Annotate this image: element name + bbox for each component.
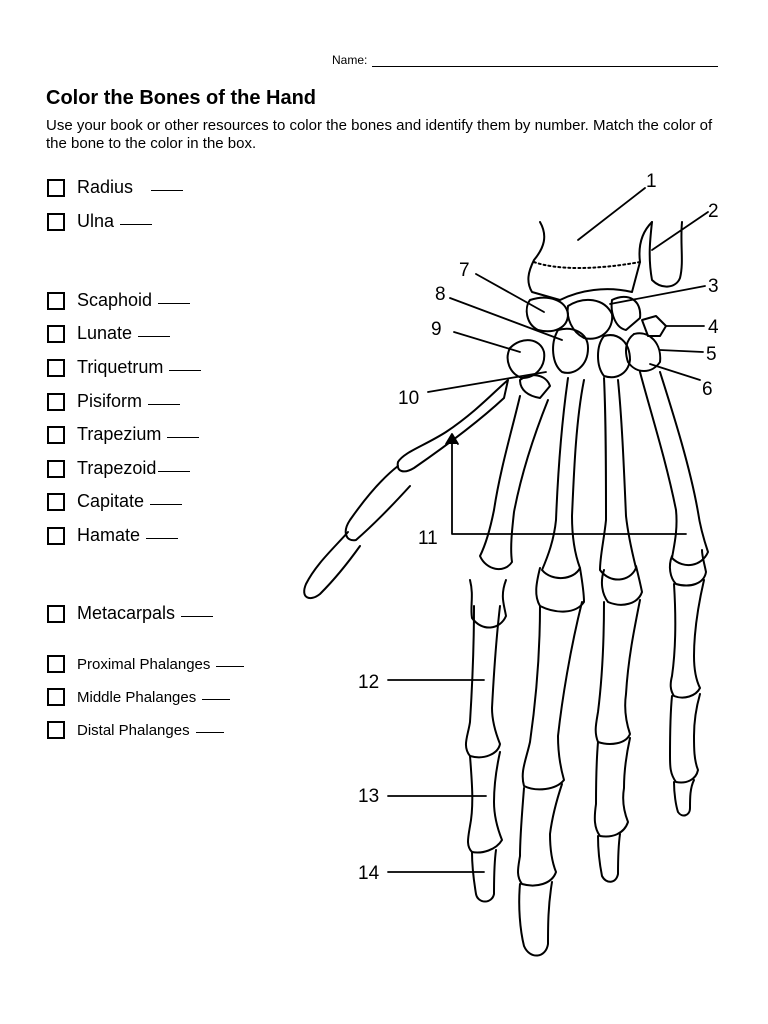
checklist-item-trapezoid: Trapezoid	[47, 458, 191, 479]
callout-13: 13	[358, 786, 379, 807]
checklist-item-ulna: Ulna	[47, 211, 153, 232]
callout-3: 3	[708, 276, 719, 297]
answer-blank[interactable]	[150, 503, 183, 505]
worksheet-title: Color the Bones of the Hand	[46, 87, 316, 109]
color-checkbox[interactable]	[47, 526, 65, 545]
answer-blank[interactable]	[216, 665, 245, 667]
ring-finger-phalanges	[593, 565, 643, 883]
color-checkbox[interactable]	[47, 604, 65, 623]
checklist-item-scaphoid: Scaphoid	[47, 290, 191, 311]
bone-label: Trapezium	[77, 424, 162, 444]
bone-label: Hamate	[77, 525, 141, 545]
callout-10: 10	[398, 388, 419, 409]
color-checkbox[interactable]	[47, 358, 65, 377]
callout-1: 1	[646, 171, 657, 192]
callout-8: 8	[435, 284, 446, 305]
callout-numbers: 1 2 3 4 5 6 7 8 9 10 11 12 13 14	[358, 171, 719, 884]
callout-6: 6	[702, 379, 713, 400]
checklist-item-proximal-phalanges: Proximal Phalanges	[47, 655, 245, 673]
bone-label: Radius	[77, 177, 134, 197]
checklist-item-pisiform: Pisiform	[47, 391, 181, 412]
instructions-text: Use your book or other resources to colo…	[46, 117, 713, 152]
color-checkbox[interactable]	[47, 459, 65, 478]
checklist-item-capitate: Capitate	[47, 491, 183, 512]
checklist-item-metacarpals: Metacarpals	[47, 603, 214, 624]
answer-blank[interactable]	[151, 189, 184, 191]
bone-label: Metacarpals	[77, 603, 176, 623]
middle-finger-phalanges	[517, 567, 585, 957]
color-checkbox[interactable]	[47, 425, 65, 444]
callout-11: 11	[418, 528, 438, 549]
answer-blank[interactable]	[195, 731, 224, 733]
color-checkbox[interactable]	[47, 212, 65, 231]
callout-12: 12	[358, 672, 379, 693]
checklist-item-lunate: Lunate	[47, 323, 171, 344]
little-finger-phalanges	[668, 549, 707, 817]
callout-9: 9	[431, 319, 442, 340]
answer-blank[interactable]	[138, 335, 171, 337]
bone-label: Ulna	[77, 211, 115, 231]
bone-label: Scaphoid	[77, 290, 153, 310]
color-checkbox[interactable]	[47, 688, 65, 706]
hand-bones-diagram: 1 2 3 4 5 6 7 8 9 10 11 12 13 14	[303, 171, 719, 957]
answer-blank[interactable]	[120, 223, 153, 225]
bone-label: Trapezoid	[77, 458, 157, 478]
callout-4: 4	[708, 317, 719, 338]
index-finger-phalanges	[464, 579, 507, 903]
carpal-bones	[506, 295, 667, 399]
radius-bone	[527, 221, 653, 301]
thumb-bones	[303, 379, 509, 600]
bone-label: Triquetrum	[77, 357, 164, 377]
answer-blank[interactable]	[148, 403, 181, 405]
checklist-item-distal-phalanges: Distal Phalanges	[47, 721, 224, 739]
answer-blank[interactable]	[158, 302, 191, 304]
ulna-bone	[648, 221, 683, 288]
bone-label: Middle Phalanges	[77, 688, 197, 706]
color-checkbox[interactable]	[47, 655, 65, 673]
bone-label: Distal Phalanges	[77, 721, 190, 739]
checklist-item-triquetrum: Triquetrum	[47, 357, 202, 378]
checklist-item-trapezium: Trapezium	[47, 424, 200, 445]
color-checkbox[interactable]	[47, 721, 65, 739]
name-field: Name:	[332, 52, 719, 67]
checklist-item-middle-phalanges: Middle Phalanges	[47, 688, 231, 706]
answer-blank[interactable]	[181, 615, 214, 617]
color-checkbox[interactable]	[47, 324, 65, 343]
answer-blank[interactable]	[167, 436, 200, 438]
bone-label: Lunate	[77, 323, 133, 343]
callout-2: 2	[708, 201, 719, 222]
answer-blank[interactable]	[146, 537, 179, 539]
name-label: Name:	[332, 53, 368, 67]
color-checkbox[interactable]	[47, 291, 65, 310]
bone-label: Proximal Phalanges	[77, 655, 211, 673]
metacarpal-bones	[479, 371, 709, 581]
answer-blank[interactable]	[158, 470, 191, 472]
checklist-item-radius: Radius	[47, 177, 184, 198]
answer-blank[interactable]	[169, 369, 202, 371]
color-checkbox[interactable]	[47, 178, 65, 197]
color-checkbox[interactable]	[47, 392, 65, 411]
bone-label: Capitate	[77, 491, 145, 511]
callout-14: 14	[358, 863, 380, 884]
callout-5: 5	[706, 344, 717, 365]
answer-blank[interactable]	[202, 698, 231, 700]
callout-7: 7	[459, 260, 470, 281]
checklist-item-hamate: Hamate	[47, 525, 179, 546]
callout-leader-lines	[387, 187, 709, 873]
color-checkbox[interactable]	[47, 492, 65, 511]
bone-label: Pisiform	[77, 391, 143, 411]
name-input-line[interactable]	[372, 52, 719, 67]
